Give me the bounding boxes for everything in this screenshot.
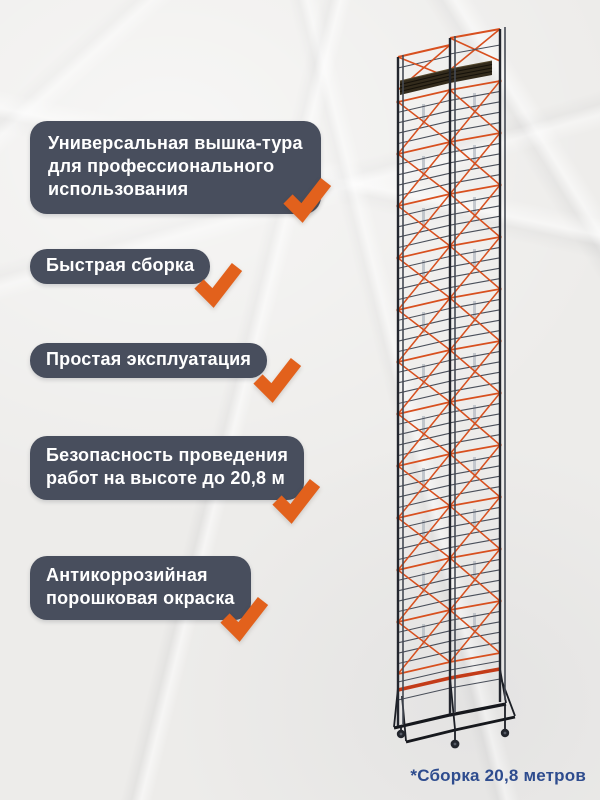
feature-callout: Универсальная вышка-тура для профессиона… [30,121,331,223]
feature-label: Антикоррозийная порошковая окраска [46,565,235,608]
check-icon [194,262,243,308]
feature-label: Быстрая сборка [46,255,195,275]
check-icon [283,177,331,223]
feature-label: Безопасность проведения работ на высоте … [46,445,289,488]
feature-label: Простая эксплуатация [46,349,252,369]
check-icon [253,357,302,403]
tower-guardrail [397,28,501,91]
check-icon [220,596,268,642]
tower-platform [399,60,493,95]
scaffold-tower-illustration [393,27,516,749]
feature-callout: Быстрая сборка [30,249,243,308]
feature-callout: Антикоррозийная порошковая окраска [30,556,268,642]
feature-label: Универсальная вышка-тура для профессиона… [48,133,303,199]
footnote: *Сборка 20,8 метров [410,766,586,785]
feature-callout: Безопасность проведения работ на высоте … [30,436,321,524]
tower-frame [396,27,506,726]
feature-callout: Простая эксплуатация [30,343,302,403]
check-icon [272,478,321,524]
caster-wheels [396,704,510,749]
